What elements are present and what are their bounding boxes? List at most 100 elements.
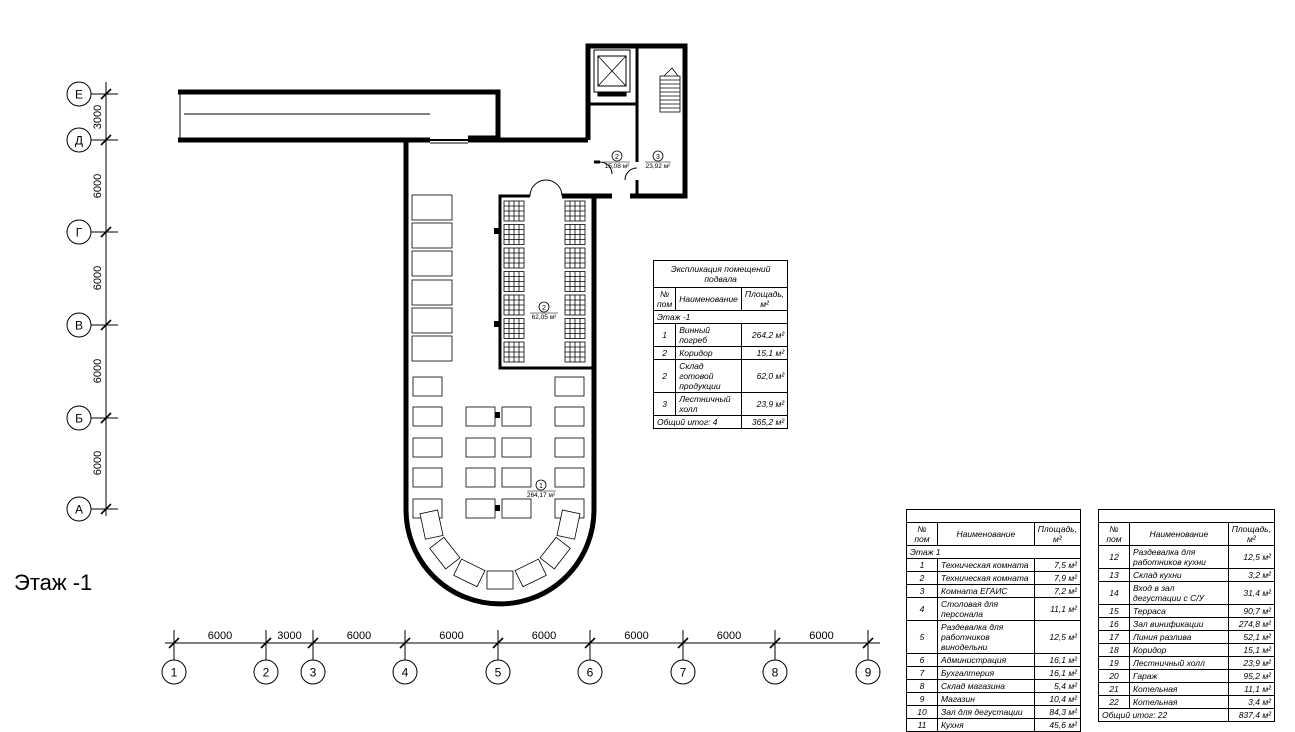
column-grid-ticks [168, 637, 874, 649]
grid-bubble-col-2: 2 [253, 659, 279, 685]
dimension-text: 6000 [92, 359, 104, 383]
grid-label: А [75, 503, 83, 517]
room-tag-1: 1 264,17 м² [527, 479, 556, 499]
grid-bubble-row-g: Г [66, 219, 106, 245]
cell-area: 7,2 м² [1033, 584, 1082, 598]
grid-bubble-col-5: 5 [485, 659, 511, 685]
room-tag-number: 2 [615, 154, 619, 161]
cell-num: 2 [906, 571, 938, 585]
cell-name: Столовая для персонала [937, 597, 1035, 621]
grid-label: Е [75, 88, 83, 102]
dimension-text: 6000 [439, 630, 463, 642]
cell-name: Котельная [1129, 682, 1229, 696]
barrel [465, 437, 496, 458]
barrel [453, 558, 486, 588]
cell-name: Гараж [1129, 669, 1229, 683]
cell-area: 7,5 м² [1033, 558, 1082, 572]
barrel [411, 279, 453, 306]
grid-bubble-col-7: 7 [670, 659, 696, 685]
cell-num: 21 [1098, 682, 1130, 696]
cell-name: Склад кухни [1129, 568, 1229, 582]
grid-label: 2 [263, 666, 270, 680]
cell-num: 18 [1098, 643, 1130, 657]
grid-bubble-row-d: Д [66, 127, 106, 153]
grid-bubble-col-3: 3 [300, 659, 326, 685]
dimension-text: 6000 [809, 630, 833, 642]
basement-explication-table: Экспликация помещений подвала № пом Наим… [652, 260, 789, 429]
column-grid-axis [165, 630, 880, 660]
header-area: Площадь, м² [1227, 522, 1276, 546]
row-dimension-texts: 3000 6000 6000 6000 6000 [92, 105, 104, 475]
dimension-text: 6000 [92, 174, 104, 198]
dimension-text: 6000 [347, 630, 371, 642]
cell-num: 9 [906, 692, 938, 706]
cell-area: 84,3 м² [1033, 705, 1082, 719]
room-tag-area: 15,08 м² [605, 163, 631, 170]
barrels [411, 194, 585, 590]
barrel [554, 467, 585, 488]
cell-area: 45,6 м² [1033, 718, 1082, 732]
interior-walls [590, 46, 639, 196]
barrel [554, 437, 585, 458]
grid-label: 3 [310, 666, 317, 680]
wine-racks [503, 200, 586, 363]
cell-num: 4 [906, 597, 938, 621]
barrel [411, 335, 453, 362]
barrel [539, 536, 571, 570]
table-section: Этаж -1 [652, 310, 789, 324]
corridor-right-wall [585, 43, 688, 199]
header-name: Наименование [675, 287, 742, 311]
room-tag-number: 2 [542, 305, 546, 312]
ramp-details [179, 94, 468, 144]
cell-name: Магазин [937, 692, 1035, 706]
cell-area: 52,1 м² [1227, 630, 1276, 644]
cell-area: 3,2 м² [1227, 568, 1276, 582]
column-dimension-texts: 6000 3000 6000 6000 6000 6000 6000 6000 [208, 630, 834, 642]
room-tag-area: 23,92 м² [646, 163, 672, 170]
cell-num: 14 [1098, 581, 1130, 605]
grid-bubble-col-1: 1 [161, 659, 187, 685]
grid-label: 8 [772, 666, 779, 680]
barrel [412, 406, 443, 427]
doors [529, 161, 638, 197]
elevator-shaft [593, 49, 631, 97]
grid-label: В [75, 319, 83, 333]
dimension-text: 6000 [624, 630, 648, 642]
cell-num: 22 [1098, 695, 1130, 709]
room-tag-stair-hall: 3 23,92 м² [645, 150, 672, 170]
cell-num: 6 [906, 653, 938, 667]
header-num: № пом [652, 287, 677, 311]
cellar-outer-wall [403, 137, 597, 607]
cell-name: Техническая комната [937, 571, 1035, 585]
floor-title: Этаж -1 [14, 570, 92, 595]
cell-num: 10 [906, 705, 938, 719]
barrel [412, 376, 443, 397]
barrel [411, 250, 453, 277]
table-section: Этаж 1 [906, 545, 1081, 559]
barrel [465, 498, 496, 519]
header-area: Площадь, м² [1033, 522, 1082, 546]
dimension-text: 6000 [92, 266, 104, 290]
barrel [412, 437, 443, 458]
column-grid-bubbles: 1 2 3 4 5 6 7 8 9 [161, 659, 881, 685]
door-gap-left [498, 194, 594, 370]
cell-area: 11,1 м² [1033, 597, 1082, 621]
dimension-text: 6000 [92, 451, 104, 475]
cell-name: Котельная [1129, 695, 1229, 709]
